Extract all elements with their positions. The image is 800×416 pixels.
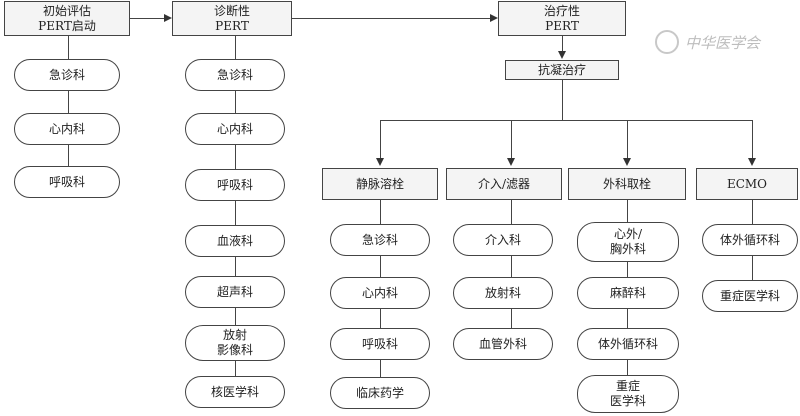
diagnostic-dept-5: 超声科 [185, 276, 285, 308]
treatment-spine-2 [511, 200, 512, 340]
dept-label: 心内科 [216, 121, 253, 136]
treatment-label: 静脉溶栓 [355, 176, 404, 191]
diagnostic-dept-2: 心内科 [185, 113, 285, 145]
treatment-1-dept-1: 急诊科 [330, 224, 430, 256]
drop-arrow-2 [507, 158, 515, 166]
dept-label: 放射科 [484, 285, 521, 300]
dept-label: 核医学科 [210, 384, 259, 399]
dept-label: 麻醉科 [609, 285, 646, 300]
diagnostic-dept-6: 放射 影像科 [185, 325, 285, 361]
drop-arrow-1 [376, 158, 384, 166]
seal-icon [655, 30, 679, 54]
watermark: 中华医学会 [655, 30, 760, 54]
dept-label: 急诊科 [361, 232, 398, 247]
stage-initial-line1: 初始评估 [42, 3, 91, 18]
initial-dept-1: 急诊科 [14, 59, 120, 91]
dept-label: 介入科 [484, 232, 521, 247]
anticoag-to-bus-line [562, 80, 563, 120]
treatment-3-dept-3: 体外循环科 [577, 328, 679, 360]
arrow-line-diagnostic-therapeutic [292, 18, 490, 19]
dept-label: 心外/ 胸外科 [609, 227, 646, 256]
stage-initial: 初始评估 PERT启动 [4, 1, 130, 36]
dept-label: 呼吸科 [361, 336, 398, 351]
anticoag-label: 抗凝治疗 [537, 62, 586, 77]
dept-label: 血液科 [216, 233, 253, 248]
dept-label: 重症 医学科 [609, 379, 646, 408]
treatment-2-dept-2: 放射科 [453, 277, 553, 309]
treatment-title-1: 静脉溶栓 [322, 168, 438, 200]
dept-label: 超声科 [216, 284, 253, 299]
watermark-text: 中华医学会 [685, 33, 761, 52]
treatment-1-dept-4: 临床药学 [330, 377, 430, 409]
diagnostic-dept-4: 血液科 [185, 225, 285, 257]
initial-dept-3: 呼吸科 [14, 166, 120, 198]
dept-label: 放射 影像科 [216, 328, 253, 357]
stage-therapeutic-line2: PERT [545, 18, 579, 33]
treatment-3-dept-1: 心外/ 胸外科 [577, 222, 679, 262]
diagnostic-dept-3: 呼吸科 [185, 169, 285, 201]
treatment-2-dept-1: 介入科 [453, 224, 553, 256]
treatment-title-3: 外科取栓 [568, 168, 686, 200]
stage-diagnostic: 诊断性 PERT [172, 1, 292, 36]
treatment-3-dept-4: 重症 医学科 [577, 375, 679, 413]
treatment-title-4: ECMO [696, 168, 798, 200]
treatment-1-dept-2: 心内科 [330, 277, 430, 309]
dept-label: 心内科 [361, 285, 398, 300]
stage-diagnostic-line1: 诊断性 [213, 3, 250, 18]
initial-dept-2: 心内科 [14, 113, 120, 145]
drop-4 [752, 120, 753, 158]
dept-label: 呼吸科 [216, 177, 253, 192]
treatment-4-dept-1: 体外循环科 [702, 224, 798, 256]
dept-label: 呼吸科 [48, 174, 85, 189]
treatment-4-dept-2: 重症医学科 [702, 280, 798, 312]
treatment-1-dept-3: 呼吸科 [330, 328, 430, 360]
stage-diagnostic-line2: PERT [215, 18, 249, 33]
diagnostic-spine [235, 36, 236, 380]
treatment-label: 介入/滤器 [477, 176, 531, 191]
treatment-2-dept-3: 血管外科 [453, 328, 553, 360]
initial-spine [68, 36, 69, 166]
drop-3 [627, 120, 628, 158]
drop-1 [380, 120, 381, 158]
dept-label: 体外循环科 [719, 232, 780, 247]
treatment-bus [380, 120, 752, 121]
anticoag-box: 抗凝治疗 [505, 60, 619, 80]
stage-therapeutic: 治疗性 PERT [498, 1, 626, 36]
treatment-title-2: 介入/滤器 [446, 168, 562, 200]
dept-label: 急诊科 [48, 67, 85, 82]
treatment-3-dept-2: 麻醉科 [577, 277, 679, 309]
treatment-label: 外科取栓 [602, 176, 651, 191]
dept-label: 心内科 [48, 121, 85, 136]
diagnostic-dept-1: 急诊科 [185, 59, 285, 91]
arrow-line-initial-diagnostic [130, 18, 164, 19]
arrow-head-initial-diagnostic [164, 14, 172, 22]
drop-arrow-3 [623, 158, 631, 166]
arrow-head-diagnostic-therapeutic [490, 14, 498, 22]
drop-2 [511, 120, 512, 158]
stage-therapeutic-line1: 治疗性 [543, 3, 580, 18]
dept-label: 临床药学 [355, 385, 404, 400]
stage-initial-line2: PERT启动 [38, 18, 96, 33]
dept-label: 体外循环科 [597, 336, 658, 351]
drop-arrow-4 [748, 158, 756, 166]
dept-label: 重症医学科 [719, 288, 780, 303]
therapeutic-to-anticoag-arrow [558, 51, 566, 59]
dept-label: 血管外科 [478, 336, 527, 351]
therapeutic-to-anticoag-line [562, 36, 563, 51]
dept-label: 急诊科 [216, 67, 253, 82]
treatment-label: ECMO [726, 176, 768, 191]
diagnostic-dept-7: 核医学科 [185, 376, 285, 408]
